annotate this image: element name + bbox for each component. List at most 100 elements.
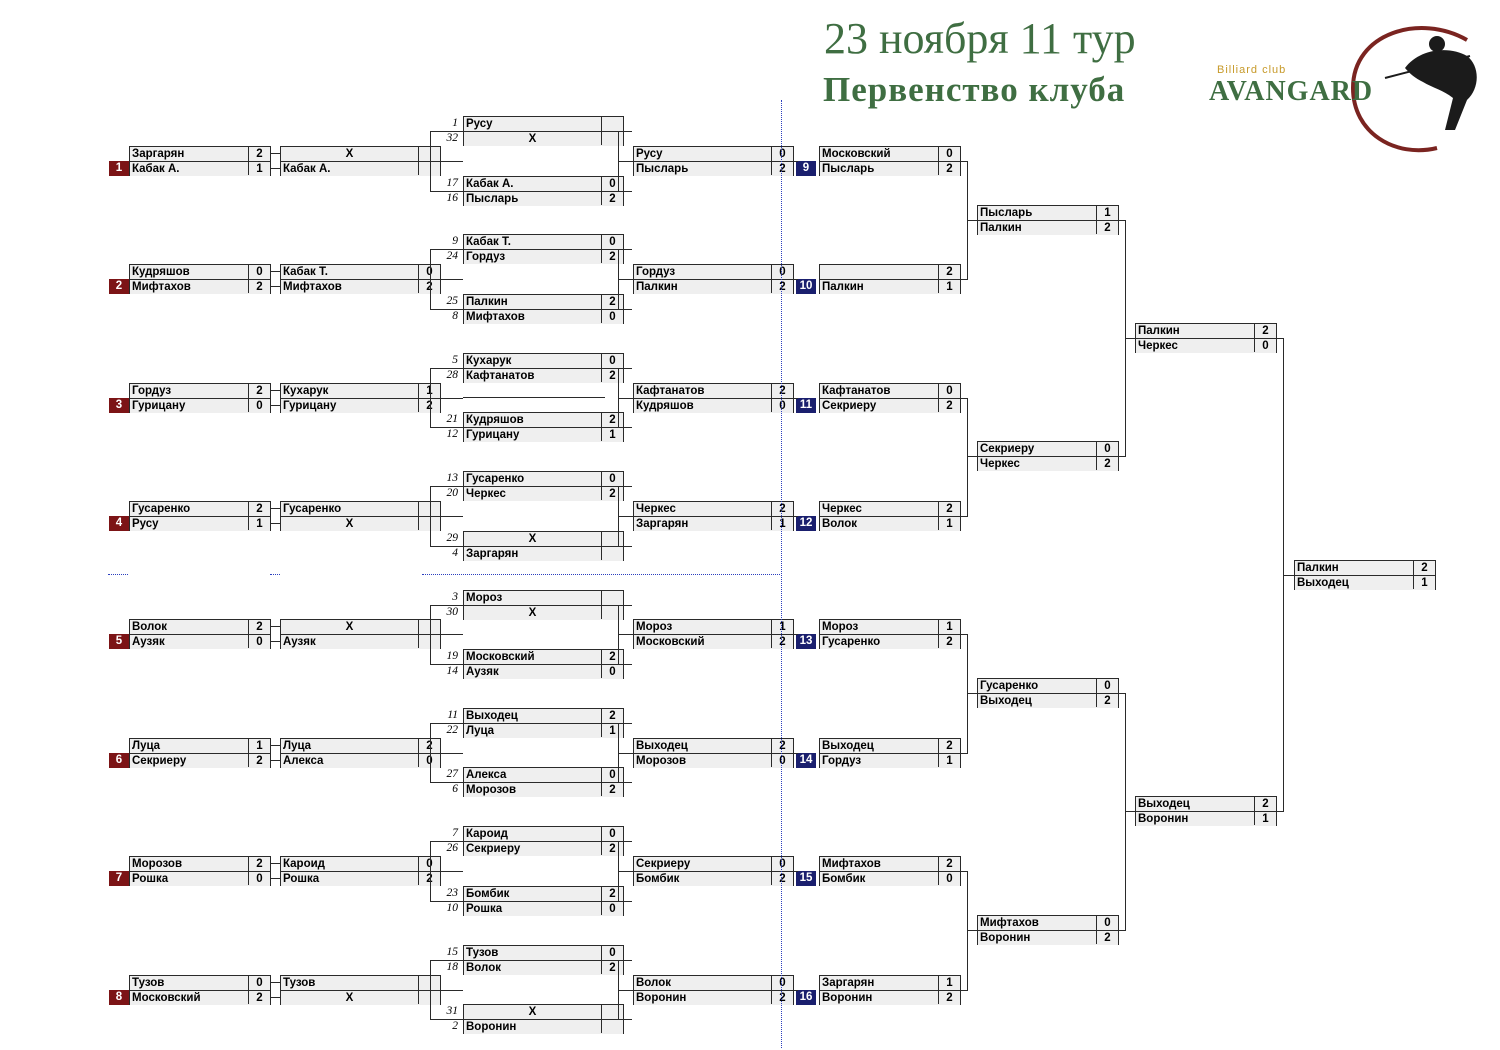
score-divider	[248, 384, 249, 412]
player-name: Воронин	[466, 1021, 517, 1033]
row-divider	[281, 279, 440, 280]
seed-badge: 15	[796, 871, 816, 886]
bracket-connector	[618, 753, 633, 754]
row-divider	[281, 871, 440, 872]
bracket-connector	[794, 516, 798, 517]
player-score: 2	[419, 872, 440, 886]
player-score: 1	[1104, 207, 1111, 219]
seed-number: 1	[452, 117, 458, 129]
bracket-connector	[967, 930, 977, 931]
player-score: 0	[946, 385, 953, 397]
player-score	[602, 117, 623, 131]
seed-badge: 5	[109, 634, 129, 649]
bracket-connector	[430, 605, 463, 606]
player-name: Секриеру	[980, 443, 1035, 455]
row-divider	[464, 723, 623, 724]
row-divider	[634, 279, 793, 280]
player-score: 1	[946, 281, 953, 293]
player-name: Гурицану	[466, 429, 520, 441]
score-divider	[601, 650, 602, 678]
player-name: Секриеру	[822, 400, 877, 412]
bracket-connector	[271, 286, 280, 287]
player-name: Кудряшов	[466, 414, 524, 426]
player-name: Пысларь	[636, 163, 689, 175]
bracket-connector	[618, 990, 633, 991]
player-score: 2	[1104, 222, 1111, 234]
row-divider	[281, 398, 440, 399]
player-row: X	[281, 147, 440, 161]
player-score	[602, 547, 623, 561]
player-row: Гурицану2	[281, 399, 440, 413]
seed-number: 26	[446, 842, 459, 854]
player-score	[602, 591, 623, 605]
score-divider	[1096, 679, 1097, 707]
row-divider	[634, 871, 793, 872]
score-divider	[771, 384, 772, 412]
player-score: 0	[779, 858, 786, 870]
player-name: Мороз	[822, 621, 859, 633]
logo-small-text: Billiard club	[1217, 64, 1286, 76]
player-row: X	[281, 620, 440, 634]
bracket-connector	[1119, 693, 1126, 694]
player-score: 1	[946, 755, 953, 767]
score-divider	[248, 620, 249, 648]
row-divider	[1295, 575, 1435, 576]
row-divider	[820, 161, 960, 162]
bracket-connector	[624, 723, 632, 724]
player-name: Заргарян	[636, 518, 689, 530]
player-name: Черкес	[466, 488, 506, 500]
player-score: 0	[256, 400, 263, 412]
seed-number: 20	[446, 487, 459, 499]
player-score: 2	[609, 784, 616, 796]
player-row: X	[464, 132, 623, 146]
player-row: Кабак А.1	[130, 162, 270, 176]
bracket-connector	[430, 131, 463, 132]
bracket-connector	[430, 249, 463, 250]
score-divider	[601, 709, 602, 737]
player-score: 0	[419, 265, 440, 279]
bracket-connector	[430, 368, 431, 428]
player-score: 2	[609, 488, 616, 500]
player-score: 2	[256, 621, 263, 633]
player-score: 0	[779, 977, 786, 989]
player-score: 2	[779, 163, 786, 175]
player-score: 2	[946, 740, 953, 752]
bracket-connector	[794, 871, 798, 872]
player-name: Алекса	[283, 755, 324, 767]
player-name: Кабак Т.	[466, 236, 511, 248]
score-divider	[248, 857, 249, 885]
bracket-connector	[967, 456, 977, 457]
row-divider	[130, 634, 270, 635]
player-score: 0	[1262, 340, 1269, 352]
player-name: Заргарян	[466, 548, 519, 560]
player-score: 0	[609, 311, 616, 323]
row-divider	[464, 131, 623, 132]
seed-badge: 1	[109, 161, 129, 176]
player-name: Мифтахов	[283, 281, 342, 293]
bracket-connector	[271, 153, 280, 154]
bracket-connector	[624, 782, 632, 783]
player-score: 2	[1104, 932, 1111, 944]
player-name: Русу	[636, 148, 663, 160]
player-name: Волок	[132, 621, 167, 633]
row-divider	[464, 191, 623, 192]
player-score: 0	[609, 947, 616, 959]
score-divider	[1096, 206, 1097, 234]
